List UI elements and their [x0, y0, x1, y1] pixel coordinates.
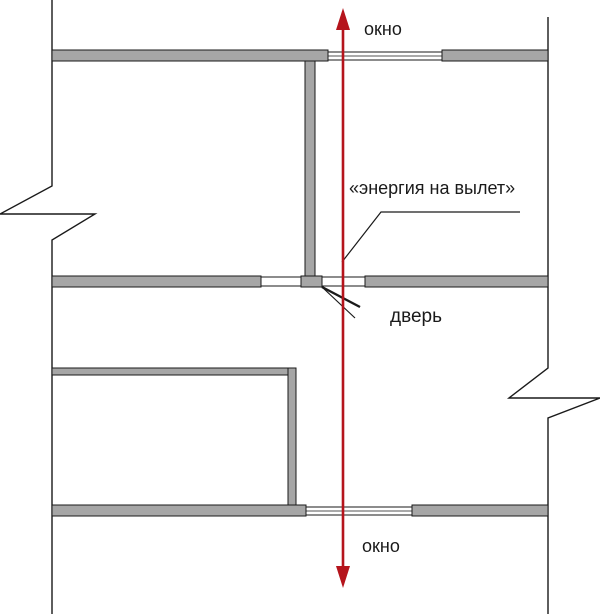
upper-partition-wall — [304, 60, 316, 277]
left-outer-edge — [0, 0, 98, 614]
lower-room-top-wall — [51, 367, 297, 376]
right-outer-edge — [506, 17, 600, 614]
top-wall-right — [441, 49, 549, 62]
lower-room-side-wall — [287, 367, 297, 506]
middle-wall-right — [364, 275, 549, 288]
top-wall-left — [51, 49, 329, 62]
middle-opening-left — [260, 276, 302, 287]
label-energy: «энергия на вылет» — [349, 178, 515, 198]
middle-wall-pier — [300, 275, 323, 288]
arrow-head-up-icon — [336, 8, 350, 30]
door-leader-line — [321, 286, 356, 319]
middle-wall-left — [51, 275, 262, 288]
energy-leader-line — [341, 211, 520, 263]
label-window-top: окно — [364, 19, 402, 39]
door-leaf — [321, 285, 361, 309]
bottom-wall-left — [51, 504, 307, 517]
bottom-wall-right — [411, 504, 549, 517]
label-door: дверь — [390, 306, 442, 327]
label-window-bottom: окно — [362, 536, 400, 556]
arrow-head-down-icon — [336, 566, 350, 588]
